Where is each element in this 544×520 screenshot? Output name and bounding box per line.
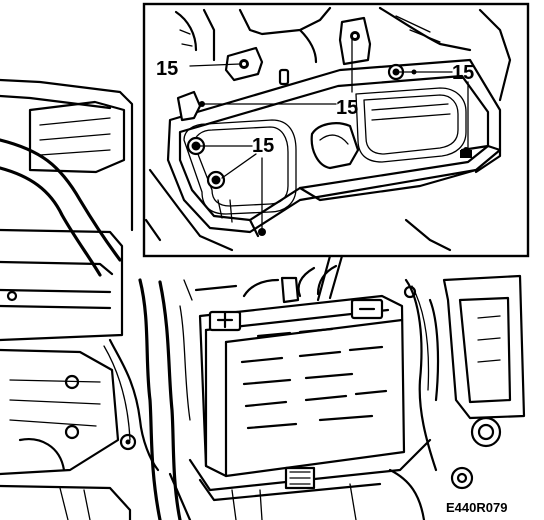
callout-label: 15 bbox=[452, 62, 474, 84]
callout-label: 15 bbox=[252, 135, 274, 157]
detail-inset: 15 15 15 15 bbox=[142, 2, 530, 302]
callout-label: 15 bbox=[156, 58, 178, 80]
engine-bay-view bbox=[0, 78, 526, 520]
figure-code: E440R079 bbox=[446, 500, 507, 515]
battery-tray bbox=[166, 58, 502, 238]
battery bbox=[198, 294, 406, 478]
callout-label: 15 bbox=[336, 97, 358, 119]
leader-lines bbox=[189, 37, 469, 229]
